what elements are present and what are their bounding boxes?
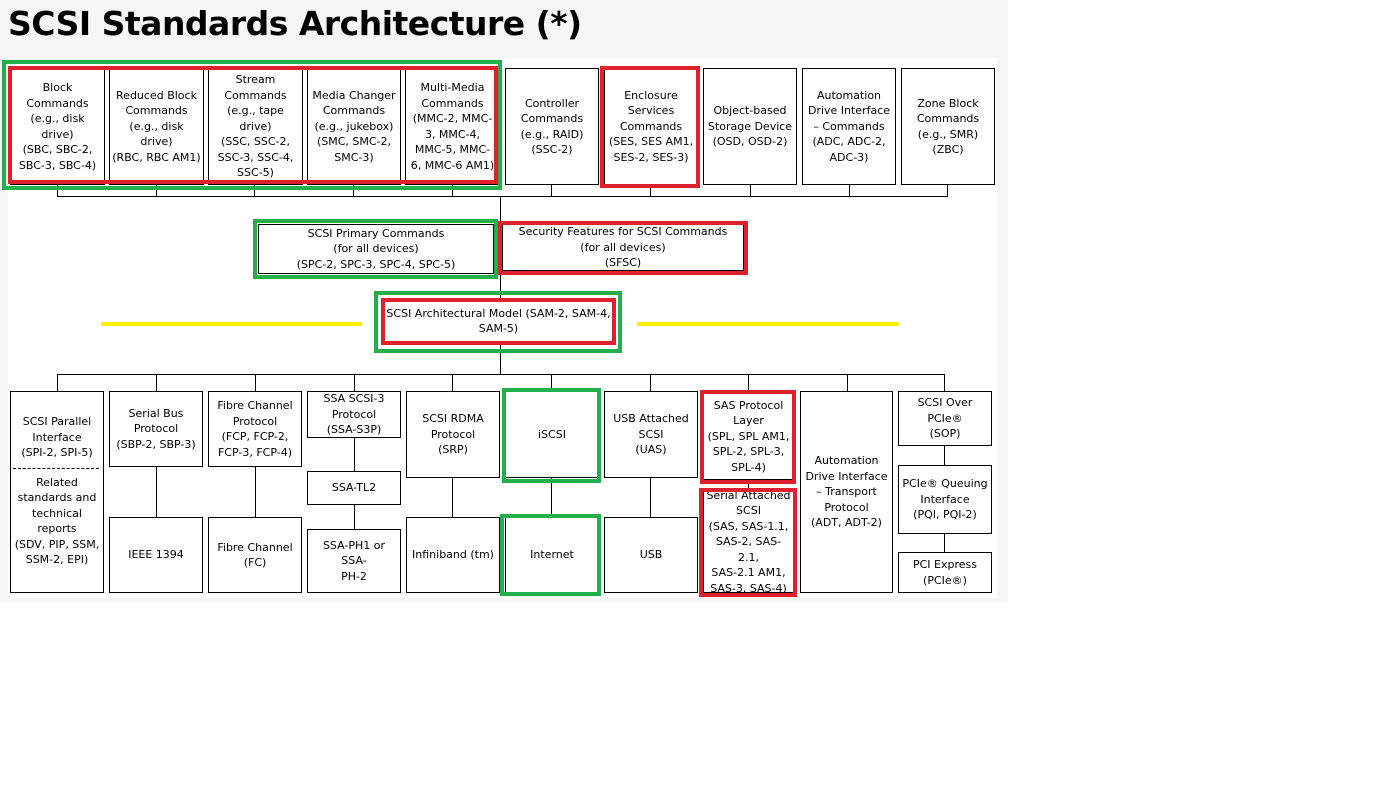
- ssa-s3p-box: SSA SCSI-3 Protocol (SSA-S3P): [307, 391, 401, 438]
- connector-line: [156, 374, 157, 392]
- connector-line: [947, 185, 948, 196]
- connector-line: [944, 446, 945, 465]
- ieee1394-box: IEEE 1394: [109, 517, 203, 593]
- connector-line: [551, 185, 552, 196]
- connector-line: [57, 374, 58, 392]
- cmd-zone-block-commands: Zone Block Commands (e.g., SMR) (ZBC): [901, 68, 995, 185]
- spi-box: SCSI Parallel Interface (SPI-2, SPI-5) R…: [10, 391, 104, 593]
- connector-line: [452, 374, 453, 392]
- sas-box: Serial Attached SCSI (SAS, SAS-1.1, SAS-…: [703, 491, 794, 593]
- fcp-box: Fibre Channel Protocol (FCP, FCP-2, FCP-…: [208, 391, 302, 467]
- connector-line: [944, 534, 945, 553]
- pcie-box: PCI Express (PCIe®): [898, 552, 992, 593]
- cmd-object-based-storage: Object-based Storage Device (OSD, OSD-2): [703, 68, 797, 185]
- connector-line: [156, 466, 157, 518]
- connector-line: [354, 374, 355, 392]
- cmd-automation-drive-interface: Automation Drive Interface – Commands (A…: [802, 68, 896, 185]
- usb-box: USB: [604, 517, 698, 593]
- connector-line: [156, 185, 157, 196]
- ssa-tl2-box: SSA-TL2: [307, 471, 401, 505]
- spc-box: SCSI Primary Commands (for all devices) …: [258, 224, 494, 274]
- yellow-separator-left: [101, 322, 362, 326]
- connector-line: [452, 478, 453, 518]
- cmd-reduced-block-commands: Reduced Block Commands (e.g., disk drive…: [109, 68, 204, 185]
- diagram-title: SCSI Standards Architecture (*): [8, 4, 582, 43]
- connector-line: [255, 466, 256, 518]
- connector-line: [650, 185, 651, 196]
- connector-line: [452, 185, 453, 196]
- internet-box: Internet: [505, 517, 599, 593]
- sam-box: SCSI Architectural Model (SAM-2, SAM-4, …: [383, 300, 614, 342]
- connector-line: [847, 374, 848, 392]
- connector-line: [354, 505, 355, 529]
- cmd-stream-commands: Stream Commands (e.g., tape drive) (SSC,…: [208, 68, 303, 185]
- spi-related-label: Related standards and technical reports …: [14, 475, 100, 567]
- connector-line: [255, 374, 256, 392]
- cmd-controller-commands: Controller Commands (e.g., RAID) (SSC-2): [505, 68, 599, 185]
- cmd-media-changer-commands: Media Changer Commands (e.g., jukebox) (…: [307, 68, 401, 185]
- connector-line: [551, 374, 552, 392]
- uas-box: USB Attached SCSI (UAS): [604, 391, 698, 478]
- cmd-enclosure-services-commands: Enclosure Services Commands (SES, SES AM…: [604, 68, 698, 185]
- ssa-ph-box: SSA-PH1 or SSA- PH-2: [307, 529, 401, 593]
- srp-box: SCSI RDMA Protocol (SRP): [406, 391, 500, 478]
- connector-trunk: [500, 196, 501, 374]
- spl-box: SAS Protocol Layer (SPL, SPL AM1, SPL-2,…: [703, 393, 794, 480]
- spi-dashed-divider: [13, 468, 99, 469]
- infiniband-box: Infiniband (tm): [406, 517, 500, 593]
- fc-box: Fibre Channel (FC): [208, 517, 302, 593]
- cmd-block-commands: Block Commands (e.g., disk drive) (SBC, …: [10, 68, 105, 185]
- iscsi-box: iSCSI: [505, 391, 599, 478]
- connector-line: [57, 185, 58, 196]
- connector-line: [750, 185, 751, 196]
- yellow-separator-right: [637, 322, 899, 326]
- connector-line: [748, 478, 749, 492]
- spi-label: SCSI Parallel Interface (SPI-2, SPI-5): [21, 415, 93, 459]
- connector-line: [650, 478, 651, 518]
- sop-box: SCSI Over PCIe® (SOP): [898, 391, 992, 446]
- connector-line: [849, 185, 850, 196]
- connector-line: [254, 185, 255, 196]
- adt-box: Automation Drive Interface – Transport P…: [800, 391, 893, 593]
- connector-line: [944, 374, 945, 392]
- connector-line: [748, 374, 749, 392]
- pqi-box: PCIe® Queuing Interface (PQI, PQI-2): [898, 465, 992, 534]
- connector-line: [551, 478, 552, 518]
- sfsc-box: Security Features for SCSI Commands (for…: [502, 224, 744, 271]
- connector-line: [650, 374, 651, 392]
- connector-bus-top: [57, 196, 948, 197]
- connector-line: [354, 438, 355, 471]
- connector-line: [353, 185, 354, 196]
- cmd-multi-media-commands: Multi-Media Commands (MMC-2, MMC- 3, MMC…: [405, 68, 500, 185]
- sbp-box: Serial Bus Protocol (SBP-2, SBP-3): [109, 391, 203, 467]
- connector-line: [846, 374, 944, 375]
